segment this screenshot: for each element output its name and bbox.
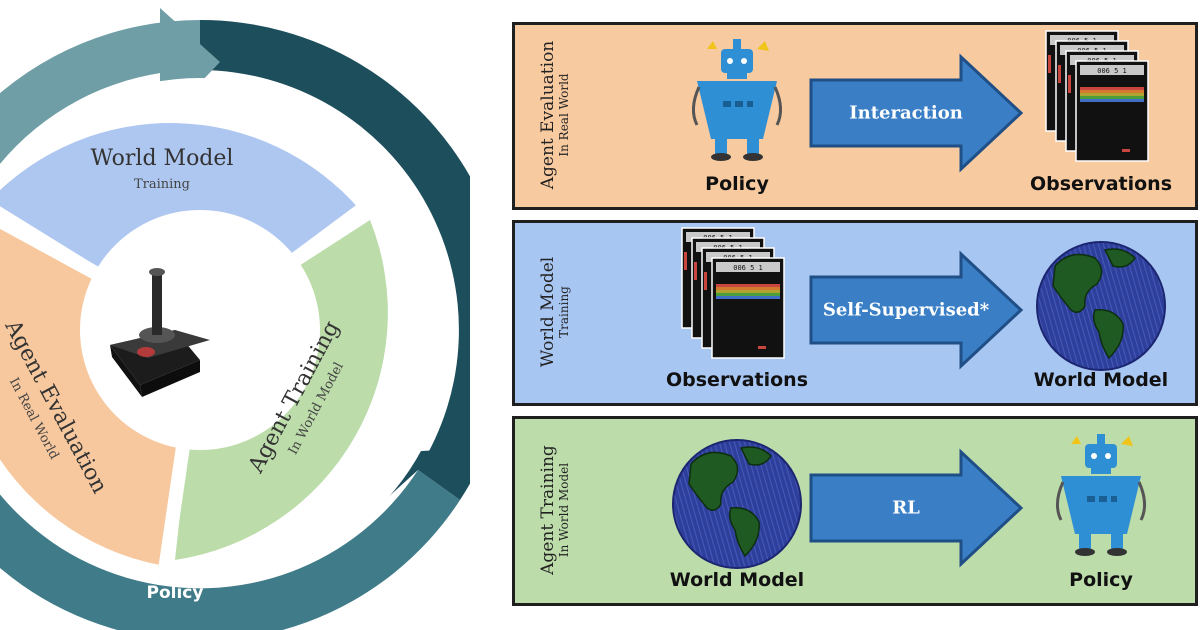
game-screens-icon: 006 5 1006 5 1006 5 1006 5 1 xyxy=(681,227,785,359)
ring-light-segment xyxy=(0,20,200,164)
flow-arrow xyxy=(809,250,1024,370)
svg-text:006 5 1: 006 5 1 xyxy=(733,264,763,272)
robot-icon xyxy=(692,39,782,161)
flow-arrow xyxy=(809,448,1024,568)
joystick-icon xyxy=(110,268,210,397)
arrow-label: Interaction xyxy=(849,102,963,124)
right-caption: World Model xyxy=(1033,369,1169,391)
panel-subtitle: Training xyxy=(556,286,571,338)
arrow-label: RL xyxy=(892,497,920,519)
segment-subtitle-world-model: Training xyxy=(134,177,190,192)
left-caption: World Model xyxy=(669,569,805,591)
panel-world-model-training: 006 5 1006 5 1006 5 1006 5 1 World Model… xyxy=(512,220,1198,406)
ring-mid-segment xyxy=(0,470,460,630)
panel-title: Agent Evaluation xyxy=(538,40,559,190)
left-caption: Policy xyxy=(705,173,769,195)
panel-subtitle: In Real World xyxy=(556,73,571,157)
segment-title-world-model: World Model xyxy=(91,146,234,171)
panel-title: Agent Training xyxy=(538,445,559,575)
globe-icon xyxy=(672,439,802,569)
right-caption: Policy xyxy=(1069,569,1133,591)
panel-graphics xyxy=(672,434,1146,569)
game-screens-icon: 006 5 1006 5 1006 5 1006 5 1 xyxy=(1045,30,1149,162)
panel-title: World Model xyxy=(538,256,559,368)
robot-icon xyxy=(1056,434,1146,556)
ring-dark-segment xyxy=(200,19,470,500)
flow-arrow xyxy=(809,53,1024,173)
right-caption: Observations xyxy=(1029,173,1173,195)
left-caption: Observations xyxy=(665,369,809,391)
globe-icon xyxy=(1036,241,1166,371)
panel-graphics: 006 5 1006 5 1006 5 1006 5 1 xyxy=(681,227,1166,371)
panel-graphics: 006 5 1006 5 1006 5 1006 5 1 xyxy=(692,30,1149,173)
ring-label-policy: Policy xyxy=(147,583,204,603)
cycle-diagram: World Model Training Agent Training In W… xyxy=(0,8,470,630)
panel-agent-evaluation: 006 5 1006 5 1006 5 1006 5 1 Agent Evalua… xyxy=(512,22,1198,210)
arrow-label: Self-Supervised* xyxy=(822,299,990,321)
panel-subtitle: In World Model xyxy=(556,462,571,558)
svg-text:006 5 1: 006 5 1 xyxy=(1097,67,1127,75)
